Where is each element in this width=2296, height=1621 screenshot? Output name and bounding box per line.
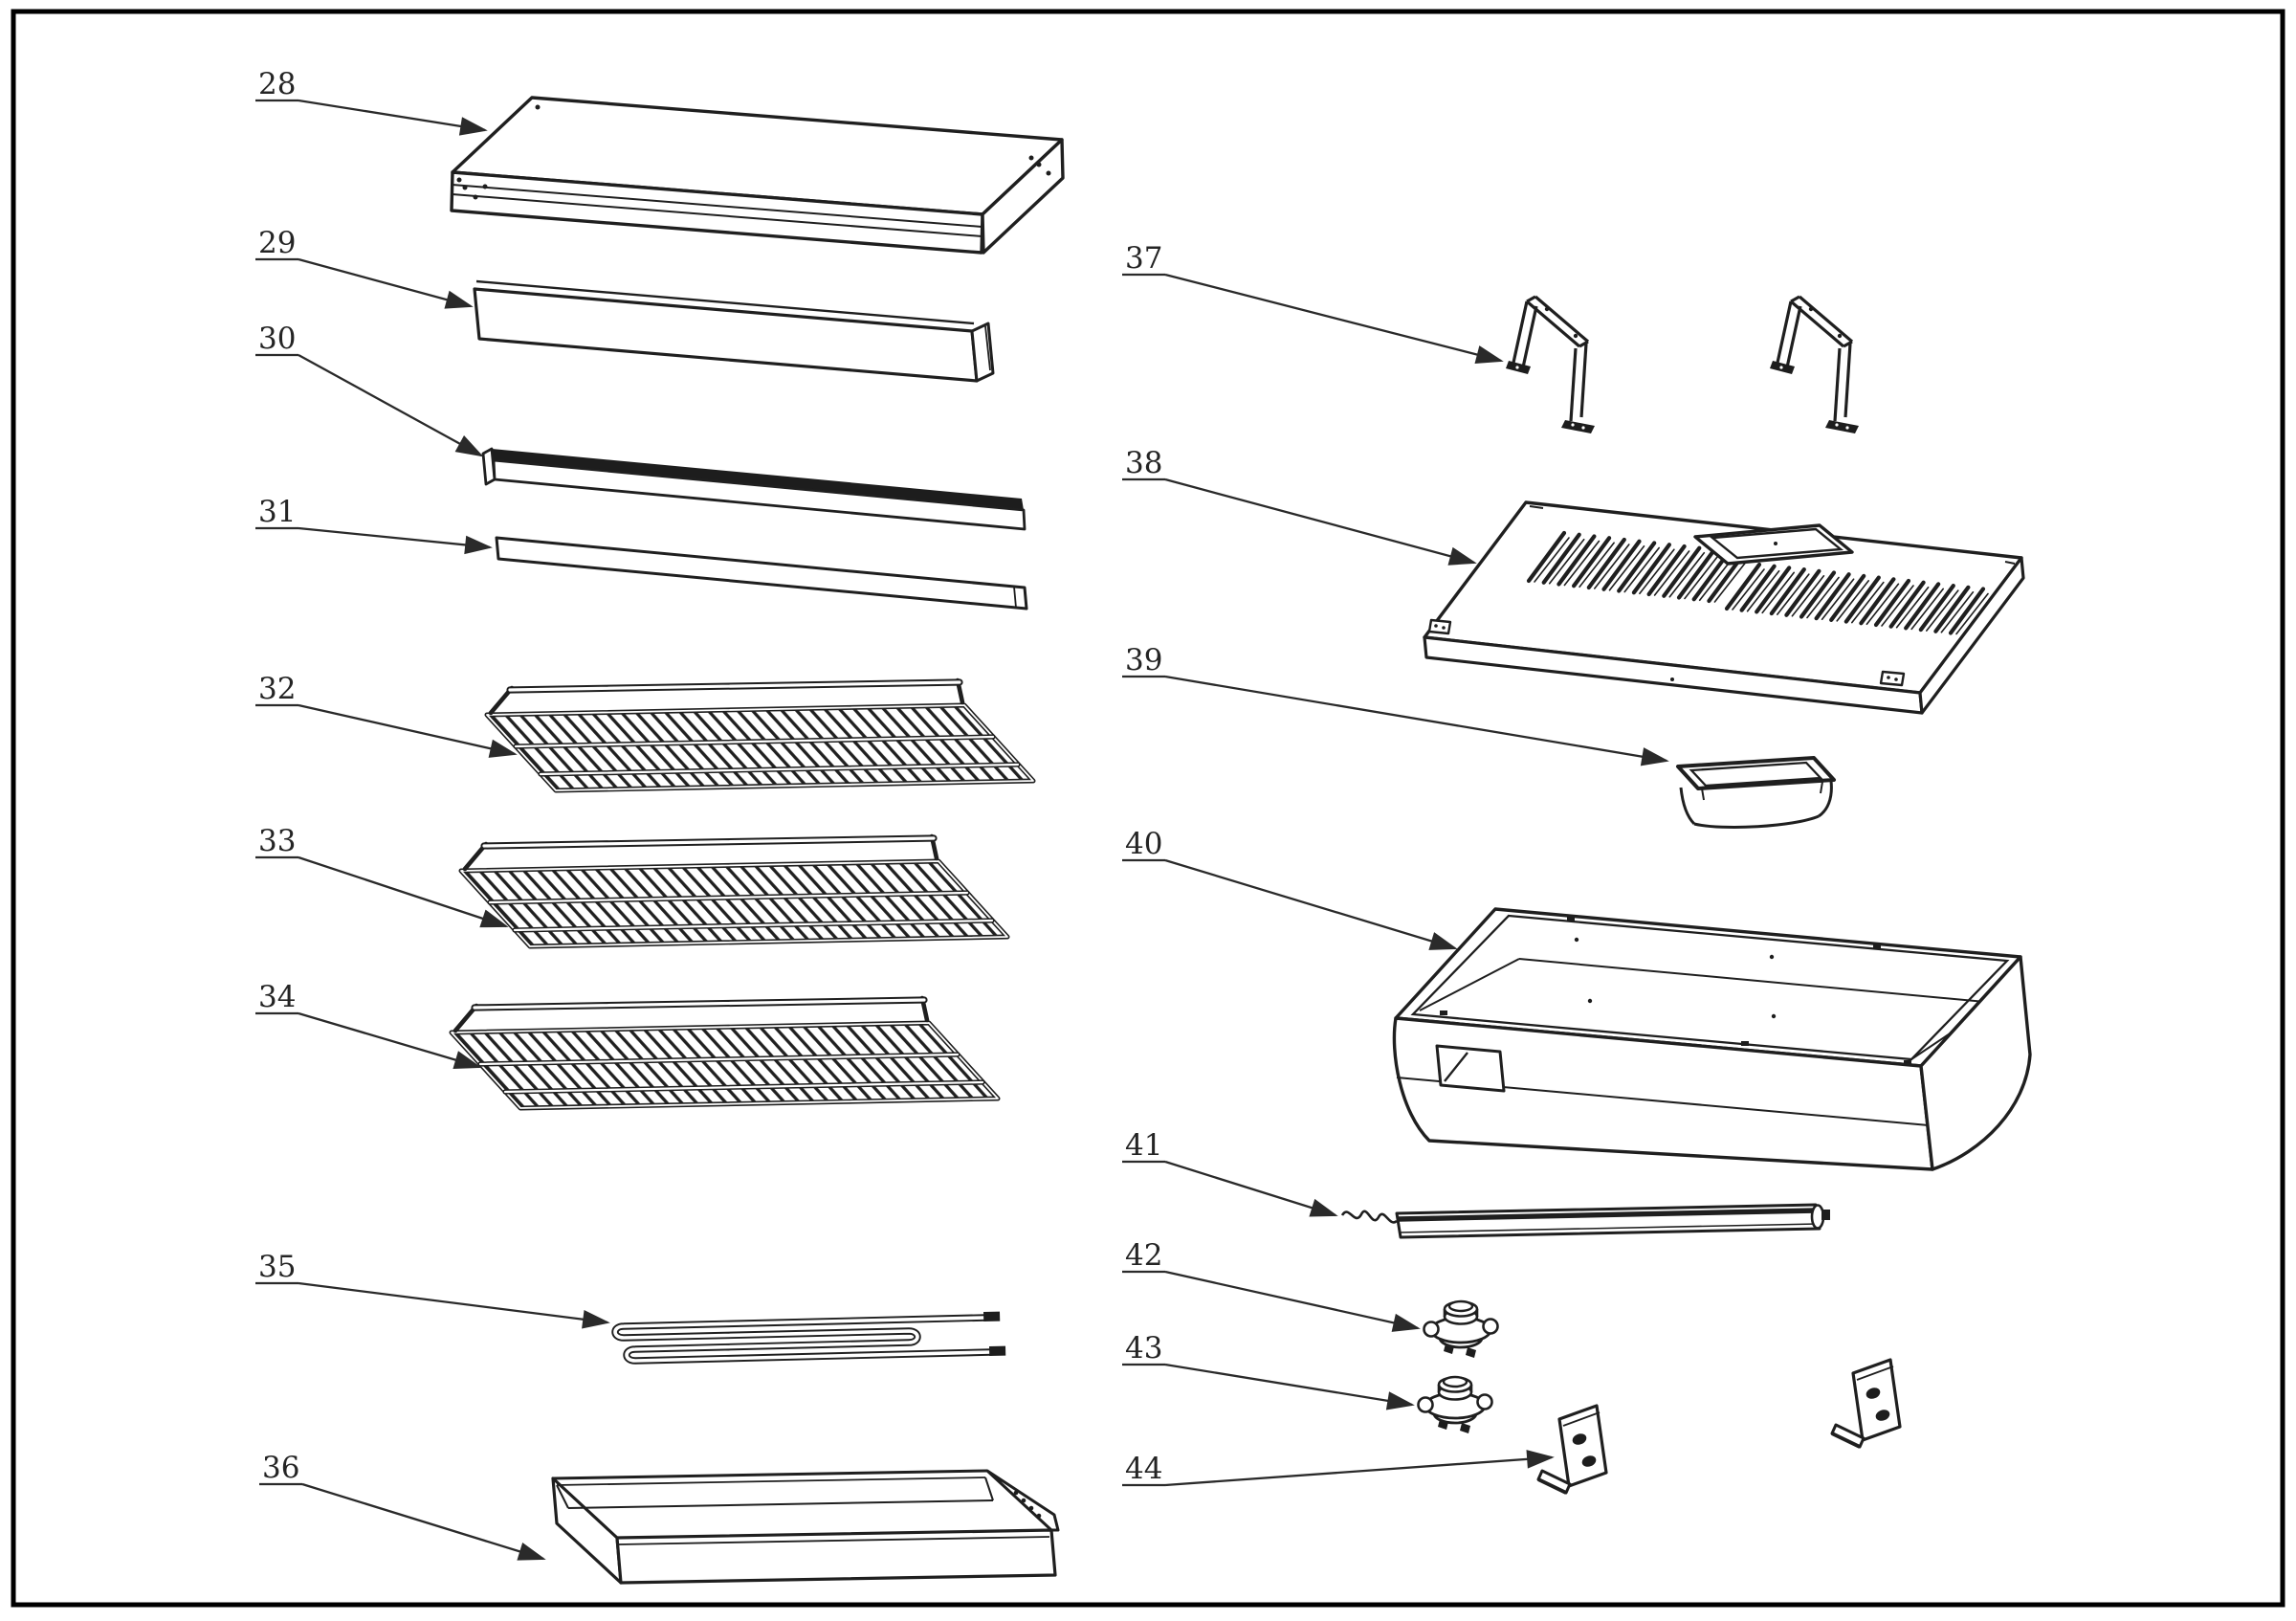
callout-36: 36 [259, 1451, 546, 1561]
part-41-heating-rod [1340, 1203, 1830, 1239]
part-43-thermostat [1417, 1375, 1493, 1435]
callout-29: 29 [255, 226, 474, 309]
svg-text:41: 41 [1125, 1128, 1162, 1163]
callout-40: 40 [1122, 827, 1458, 950]
part-29-front-trim-panel [473, 279, 995, 383]
louver-group-right [1724, 562, 1989, 635]
part-31-lower-rail [495, 536, 1028, 611]
callout-32: 32 [255, 672, 518, 758]
svg-text:28: 28 [258, 67, 296, 101]
svg-text:30: 30 [258, 322, 296, 356]
svg-text:35: 35 [258, 1250, 296, 1284]
part-40-body-housing [1392, 907, 2032, 1171]
svg-text:37: 37 [1125, 241, 1162, 276]
part-38-vented-panel [1423, 500, 2025, 715]
svg-text:40: 40 [1125, 827, 1162, 861]
part-33-wire-rack [461, 836, 1007, 946]
part-32-wire-rack [487, 680, 1033, 790]
svg-text:43: 43 [1125, 1331, 1162, 1366]
callout-38: 38 [1122, 446, 1477, 566]
part-36-grease-tray [551, 1469, 1060, 1585]
svg-text:29: 29 [258, 226, 296, 260]
louver-group-left [1526, 530, 1751, 604]
callout-43: 43 [1122, 1331, 1415, 1410]
svg-text:36: 36 [262, 1451, 299, 1485]
callout-33: 33 [255, 824, 509, 928]
callout-31: 31 [255, 495, 493, 555]
callout-35: 35 [255, 1250, 610, 1329]
part-30-upper-rail [481, 447, 1027, 531]
svg-text:32: 32 [258, 672, 296, 706]
svg-text:39: 39 [1125, 643, 1162, 677]
drawing-border [11, 9, 2285, 1608]
housing-port [1435, 1044, 1506, 1093]
part-35-heating-element [611, 1311, 1006, 1365]
svg-text:44: 44 [1125, 1452, 1162, 1486]
callout-41: 41 [1122, 1128, 1338, 1217]
callout-42: 42 [1122, 1238, 1421, 1332]
svg-text:38: 38 [1125, 446, 1162, 480]
part-28-top-panel [450, 96, 1065, 255]
part-39-grease-cup [1676, 756, 1836, 829]
callout-30: 30 [255, 322, 484, 457]
callout-37: 37 [1122, 241, 1504, 365]
callout-28: 28 [255, 67, 488, 136]
callout-44: 44 [1122, 1450, 1555, 1487]
svg-text:31: 31 [258, 495, 296, 529]
callout-39: 39 [1122, 643, 1669, 766]
callouts: 28 29 30 31 32 33 34 [255, 67, 1669, 1561]
part-34-wire-rack [452, 998, 998, 1108]
svg-text:34: 34 [258, 980, 296, 1014]
part-37-support-brackets [1504, 295, 1861, 435]
svg-text:33: 33 [258, 824, 296, 858]
part-44-mounting-brackets [1536, 1358, 1902, 1495]
svg-text:42: 42 [1125, 1238, 1162, 1273]
part-42-thermostat [1423, 1299, 1499, 1360]
callout-34: 34 [255, 980, 482, 1070]
